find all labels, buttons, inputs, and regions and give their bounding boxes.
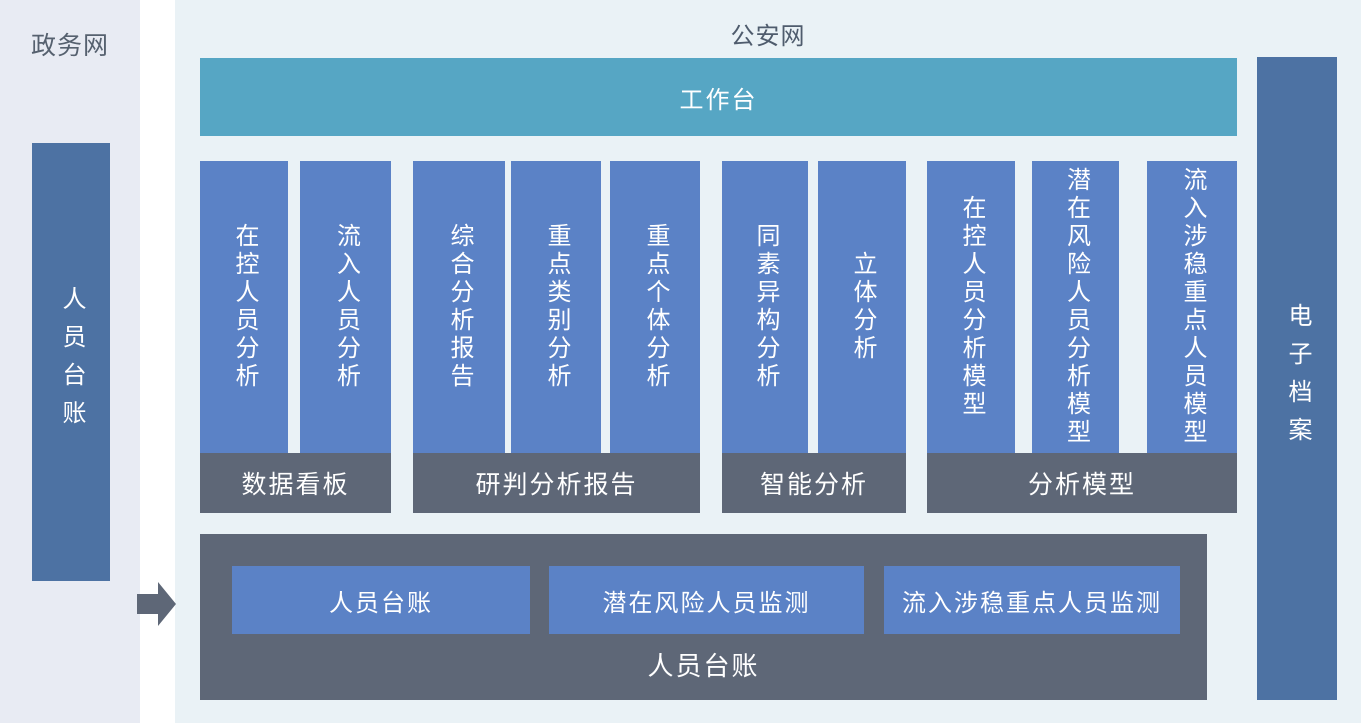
- module-column: 流入人员分析: [300, 161, 391, 453]
- group-bar: 数据看板: [200, 453, 391, 513]
- flow-arrow-icon: [137, 582, 176, 626]
- group-bar: 研判分析报告: [413, 453, 700, 513]
- module-column: 重点类别分析: [511, 161, 601, 453]
- personnel-ledger-block: 人员台账: [232, 566, 530, 634]
- module-column: 流入涉稳重点人员模型: [1147, 161, 1237, 453]
- module-column: 潜在风险人员分析模型: [1032, 161, 1119, 453]
- personnel-ledger-panel: 人员台账 潜在风险人员监测 流入涉稳重点人员监测 人员台账: [200, 534, 1207, 700]
- group-bar: 分析模型: [927, 453, 1237, 513]
- module-column: 综合分析报告: [413, 161, 505, 453]
- police-network-title: 公安网: [730, 23, 806, 50]
- module-column: 同素异构分析: [722, 161, 808, 453]
- personnel-ledger-panel-label: 人员台账: [647, 651, 760, 681]
- electronic-archive-side-bar: 电子档案: [1257, 57, 1337, 700]
- electronic-archive-side-bar-label: 电子档案: [1284, 302, 1311, 455]
- potential-risk-monitoring-block: 潜在风险人员监测: [549, 566, 864, 634]
- module-column: 在控人员分析模型: [927, 161, 1015, 453]
- inflow-key-personnel-monitoring-block: 流入涉稳重点人员监测: [884, 566, 1180, 634]
- gov-network-title: 政务网: [30, 32, 109, 60]
- group-bar: 智能分析: [722, 453, 906, 513]
- personnel-ledger-side-bar: 人员台账: [32, 143, 110, 581]
- module-column: 立体分析: [818, 161, 906, 453]
- workbench-bar: 工作台: [200, 58, 1237, 136]
- module-column: 重点个体分析: [610, 161, 700, 453]
- module-column: 在控人员分析: [200, 161, 288, 453]
- personnel-ledger-side-bar-label: 人员台账: [58, 286, 85, 438]
